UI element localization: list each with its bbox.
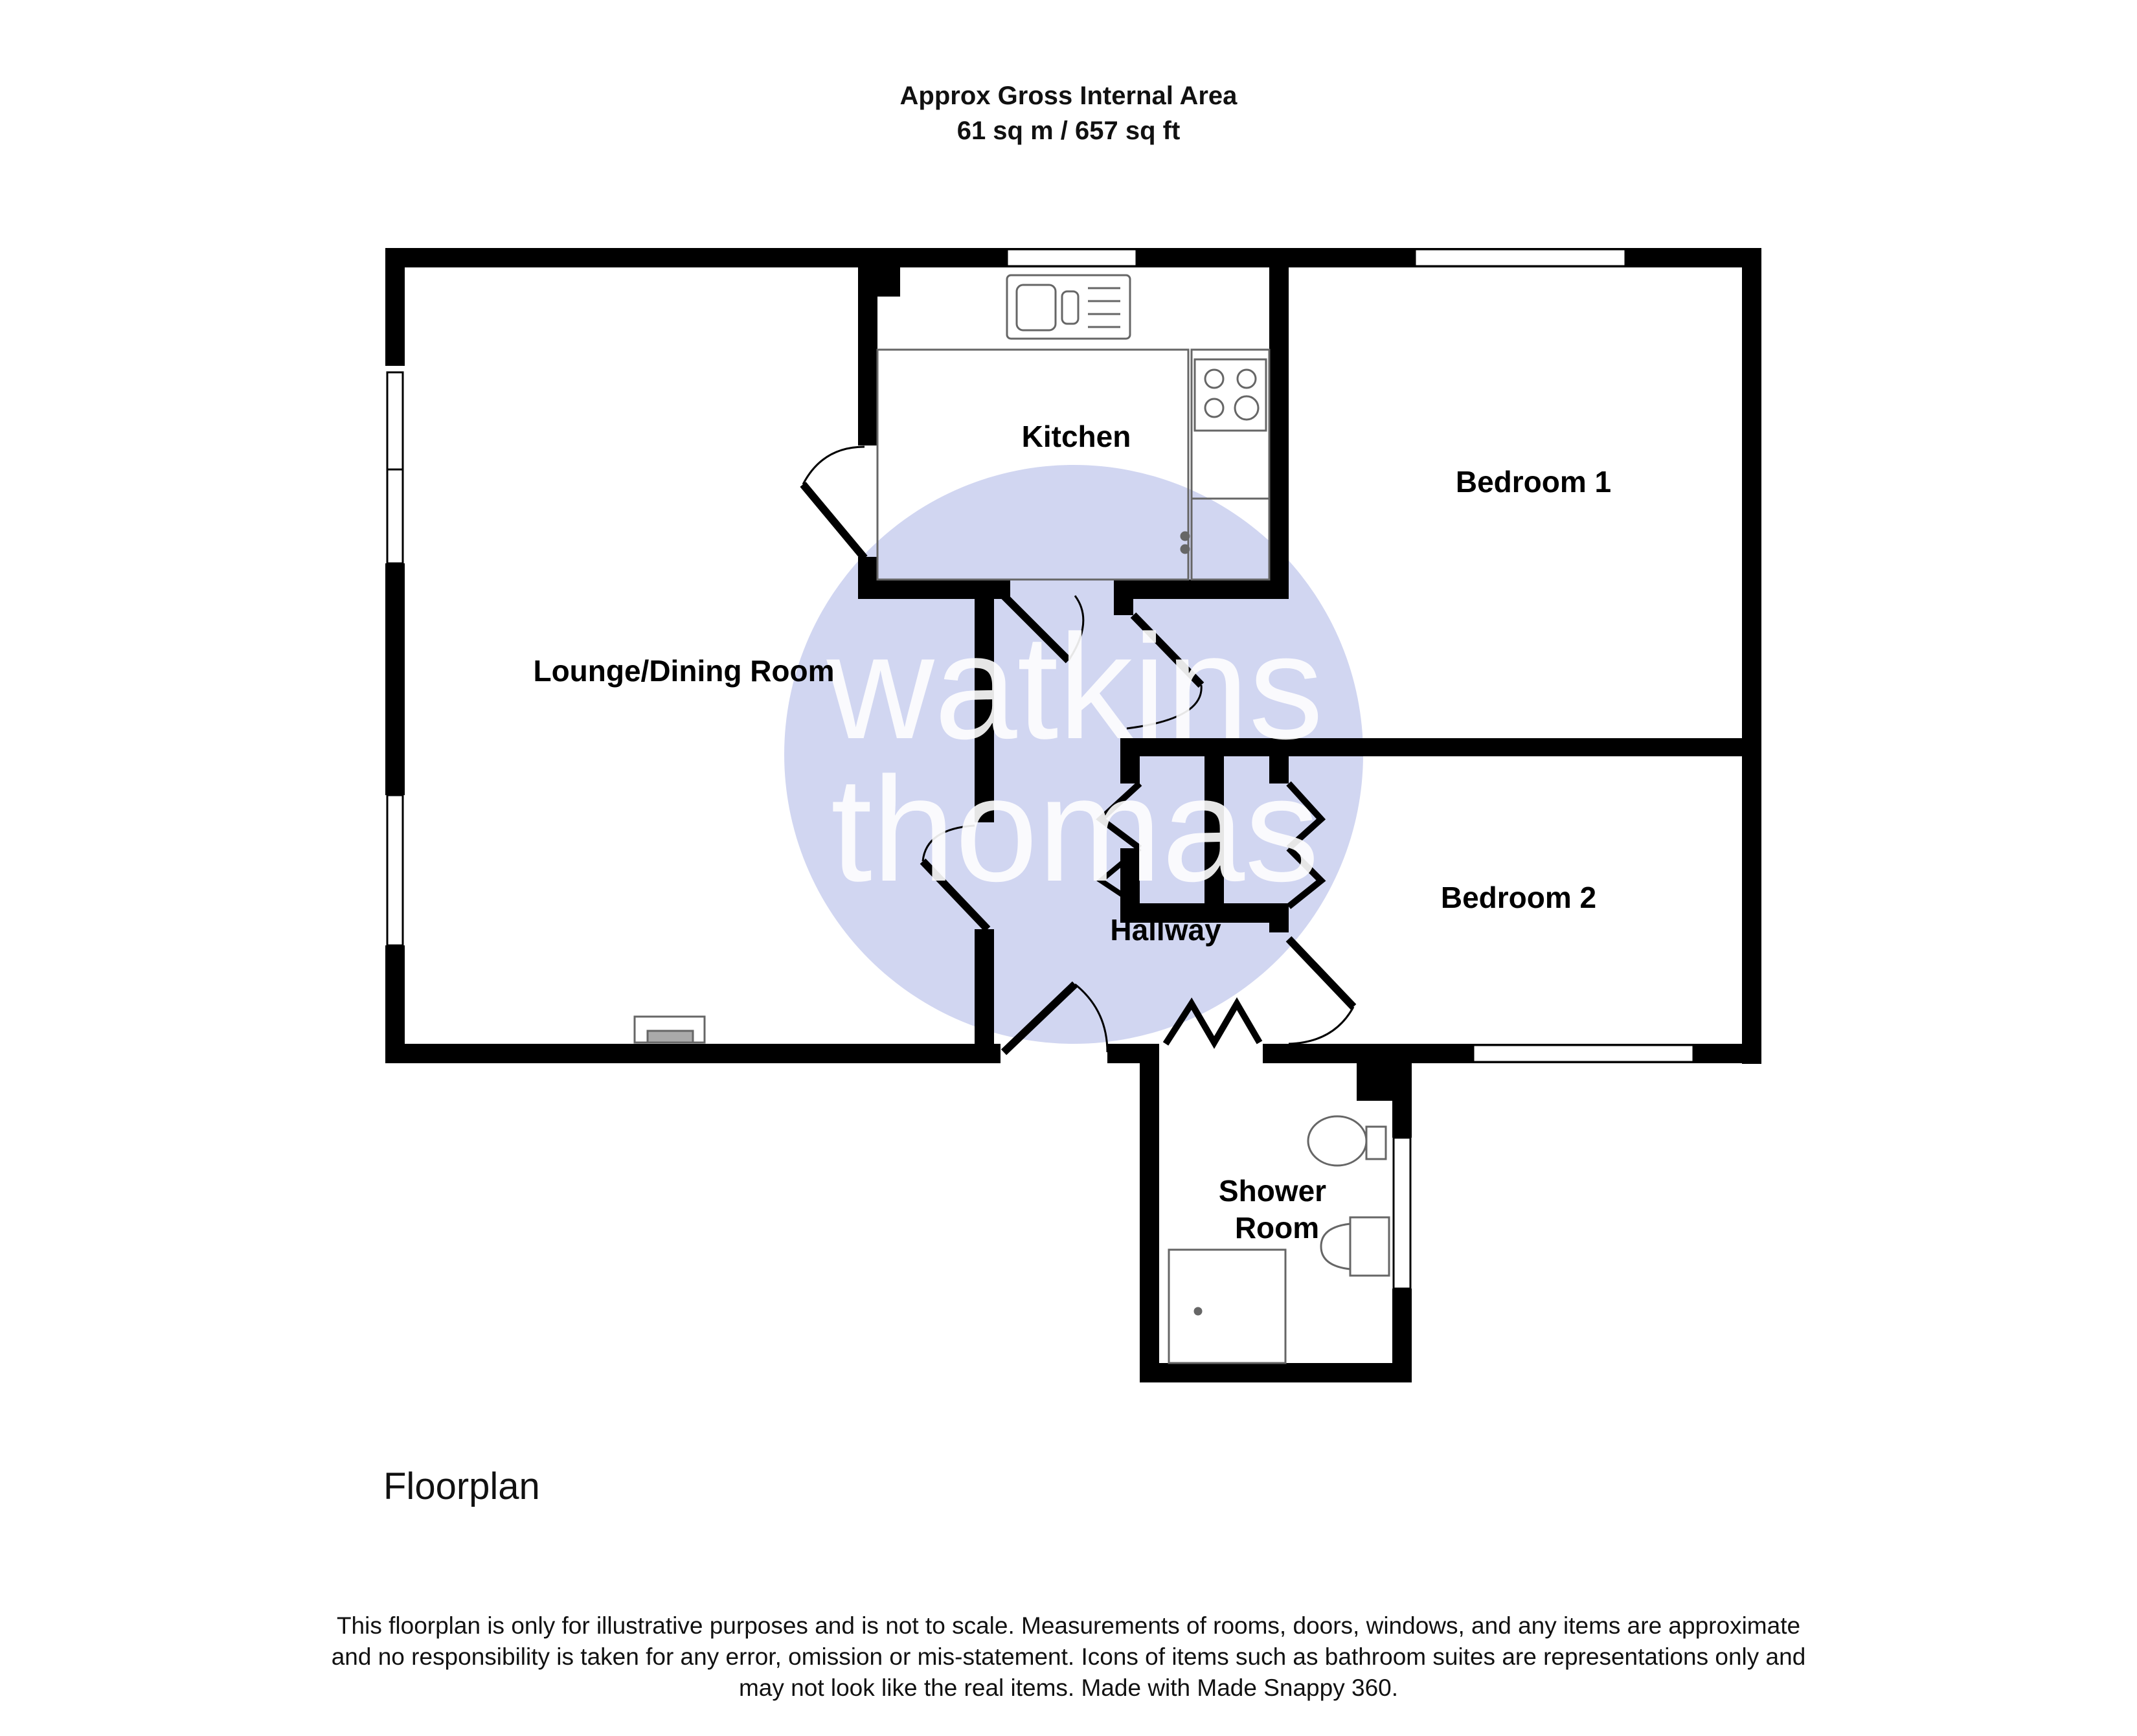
room-label-hallway: Hallway <box>1110 913 1221 947</box>
room-label-lounge: Lounge/Dining Room <box>533 654 834 688</box>
watermark-line1: watkins <box>826 603 1324 770</box>
floor-label: Floorplan <box>383 1465 540 1507</box>
doors <box>800 445 1357 1055</box>
bathroom-fixtures <box>1168 1115 1390 1364</box>
disclaimer-line1: This floorplan is only for illustrative … <box>336 1612 1801 1639</box>
room-label-bedroom2: Bedroom 2 <box>1441 881 1596 914</box>
windows <box>386 248 1695 1290</box>
room-label-kitchen: Kitchen <box>1022 420 1131 453</box>
area-value: 61 sq m / 657 sq ft <box>956 117 1181 145</box>
watermark-line2: thomas <box>831 746 1319 912</box>
room-label-bedroom1: Bedroom 1 <box>1456 465 1611 499</box>
kitchen-fixtures <box>633 274 1271 1044</box>
disclaimer-line3: may not look like the real items. Made w… <box>738 1674 1399 1701</box>
disclaimer-line2: and no responsibility is taken for any e… <box>331 1643 1806 1670</box>
room-label-shower-line1: Shower <box>1219 1174 1326 1208</box>
room-label-shower-line2: Room <box>1235 1211 1319 1245</box>
area-title: Approx Gross Internal Area <box>899 82 1238 110</box>
